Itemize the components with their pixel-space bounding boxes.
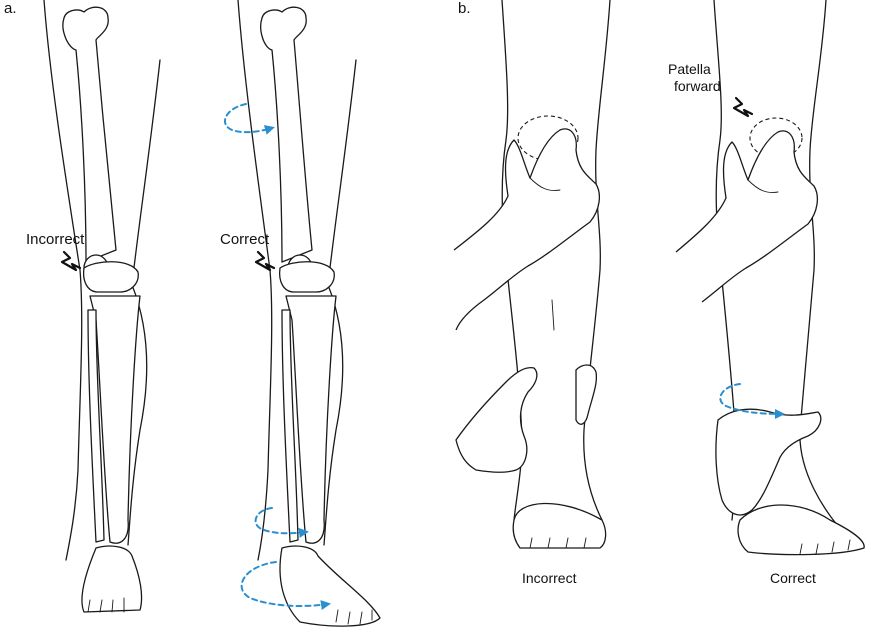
- correct-label-a: Correct: [220, 231, 270, 248]
- rotation-arrow-icon: [224, 103, 275, 135]
- leg-with-hands-correct: [675, 0, 865, 556]
- pointer-zigzag-icon: [732, 96, 754, 118]
- incorrect-label-a: Incorrect: [26, 231, 85, 248]
- patella-annotation-line2: forward: [674, 78, 721, 94]
- incorrect-caption-b: Incorrect: [522, 570, 577, 586]
- rotation-arrow-icon: [719, 383, 785, 419]
- skeleton-leg-correct: [237, 0, 381, 627]
- correct-caption-b: Correct: [770, 570, 816, 586]
- pointer-zigzag-icon: [60, 250, 82, 272]
- pointer-zigzag-icon: [254, 250, 276, 272]
- panel-b-label: b.: [458, 0, 471, 17]
- panel-a-label: a.: [4, 0, 17, 17]
- rotation-arrow-icon: [254, 507, 309, 538]
- leg-with-hands-incorrect: [453, 0, 611, 549]
- patella-annotation-line1: Patella: [668, 61, 711, 77]
- skeleton-leg-incorrect: [43, 0, 161, 613]
